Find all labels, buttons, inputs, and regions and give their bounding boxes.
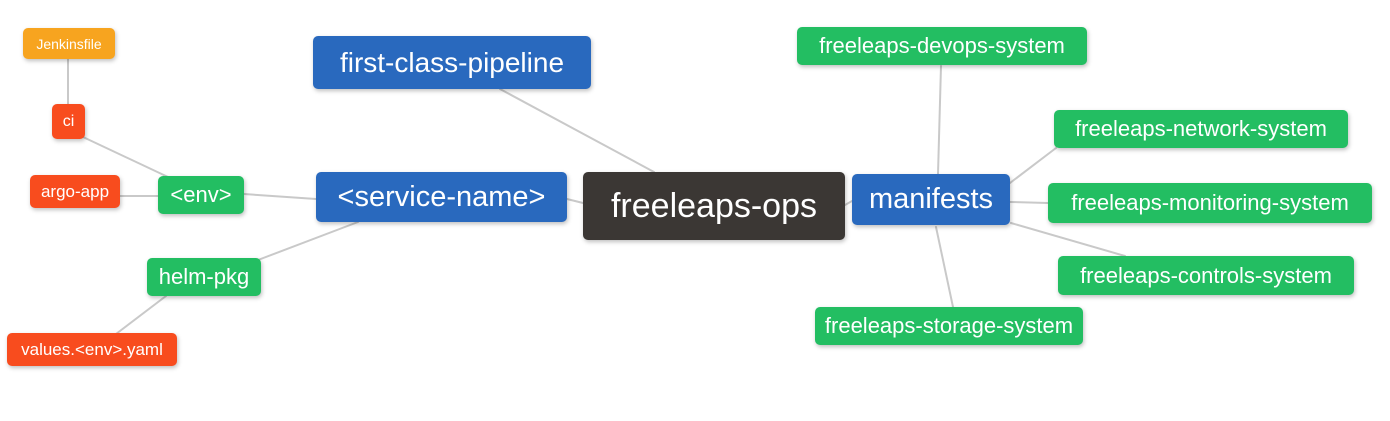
node-freeleaps-monitoring-system[interactable]: freeleaps-monitoring-system [1048, 183, 1372, 223]
node-env[interactable]: <env> [158, 176, 244, 214]
node-freeleaps-ops-root[interactable]: freeleaps-ops [583, 172, 845, 240]
node-manifests[interactable]: manifests [852, 174, 1010, 225]
edge-service-name-root [566, 198, 584, 204]
node-service-name[interactable]: <service-name> [316, 172, 567, 222]
edge-root-manifests [844, 200, 853, 206]
edge-ci-env [82, 136, 169, 178]
node-freeleaps-network-system[interactable]: freeleaps-network-system [1054, 110, 1348, 148]
node-first-class-pipeline[interactable]: first-class-pipeline [313, 36, 591, 89]
node-freeleaps-devops-system[interactable]: freeleaps-devops-system [797, 27, 1087, 65]
node-freeleaps-controls-system[interactable]: freeleaps-controls-system [1058, 256, 1354, 295]
edge-service-name-helm-pkg [257, 221, 359, 261]
edge-helm-pkg-values-env-yaml [115, 295, 167, 335]
edge-manifests-network [1009, 147, 1057, 184]
node-jenkinsfile[interactable]: Jenkinsfile [23, 28, 115, 59]
node-values-env-yaml[interactable]: values.<env>.yaml [7, 333, 177, 366]
edge-manifests-controls [1010, 222, 1126, 257]
edge-env-service-name [243, 193, 317, 200]
node-helm-pkg[interactable]: helm-pkg [147, 258, 261, 296]
edge-manifests-devops [937, 65, 942, 175]
node-argo-app[interactable]: argo-app [30, 175, 120, 208]
node-freeleaps-storage-system[interactable]: freeleaps-storage-system [815, 307, 1083, 345]
edge-manifests-monitoring [1009, 201, 1049, 204]
edge-manifests-storage [935, 226, 954, 308]
node-ci[interactable]: ci [52, 104, 85, 139]
edge-first-class-pipeline-root [499, 88, 655, 173]
